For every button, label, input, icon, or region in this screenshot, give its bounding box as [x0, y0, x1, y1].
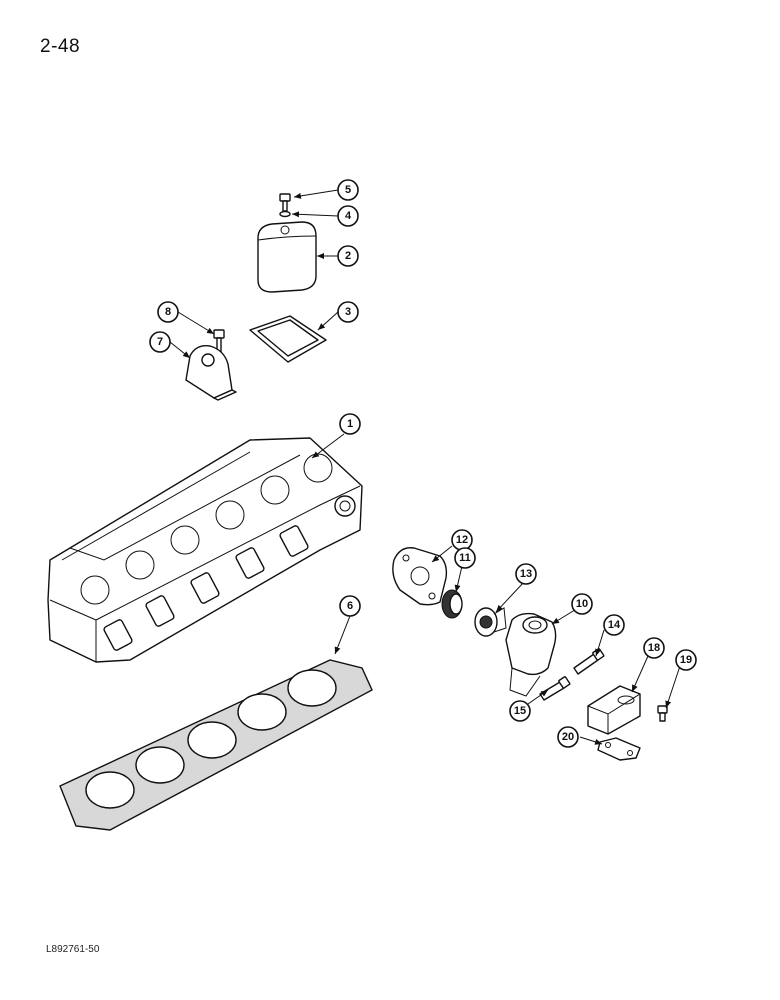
plate-part-20 [597, 737, 641, 761]
svg-text:6: 6 [347, 600, 353, 612]
svg-text:10: 10 [576, 598, 588, 610]
callout-15: 15 [509, 700, 531, 722]
leader-lines [169, 189, 681, 745]
seal-part-11 [441, 589, 463, 619]
callout-6: 6 [339, 595, 361, 617]
svg-text:1: 1 [347, 418, 353, 430]
thermostat-housing-part-10 [505, 612, 557, 697]
bolt-part-14 [573, 648, 605, 675]
svg-text:2: 2 [345, 250, 351, 262]
svg-text:4: 4 [345, 210, 352, 222]
callout-19: 19 [675, 649, 697, 671]
callout-11: 11 [454, 547, 476, 569]
bolt-part-5 [279, 193, 291, 212]
seal-ring-part-3 [249, 315, 327, 363]
svg-text:15: 15 [514, 705, 526, 717]
bolt-part-8 [213, 329, 225, 353]
head-gasket-part-6 [59, 659, 373, 831]
drawing-code: L892761-50 [46, 944, 100, 955]
bolt-part-15 [539, 676, 571, 701]
callout-3: 3 [337, 301, 359, 323]
page-number: 2-48 [40, 36, 81, 57]
callout-8: 8 [157, 301, 179, 323]
callout-4: 4 [337, 205, 359, 227]
svg-text:8: 8 [165, 306, 171, 318]
svg-text:20: 20 [562, 731, 574, 743]
svg-text:14: 14 [608, 619, 621, 631]
callout-10: 10 [571, 593, 593, 615]
svg-text:12: 12 [456, 534, 468, 546]
bracket-part-18 [587, 685, 641, 735]
callout-1: 1 [339, 413, 361, 435]
svg-text:11: 11 [459, 552, 471, 564]
lifting-bracket-part-7 [185, 345, 237, 401]
svg-text:18: 18 [648, 642, 660, 654]
callout-20: 20 [557, 726, 579, 748]
callout-13: 13 [515, 563, 537, 585]
thermostat-part-13 [474, 607, 507, 637]
svg-text:5: 5 [345, 184, 351, 196]
housing-cover-part-2 [257, 221, 317, 293]
washer-part-4 [279, 210, 291, 218]
bolt-part-19 [657, 705, 668, 722]
callout-7: 7 [149, 331, 171, 353]
svg-text:7: 7 [157, 336, 163, 348]
callout-14: 14 [603, 614, 625, 636]
callout-5: 5 [337, 179, 359, 201]
callout-2: 2 [337, 245, 359, 267]
svg-text:19: 19 [680, 654, 692, 666]
svg-text:13: 13 [520, 568, 532, 580]
svg-text:3: 3 [345, 306, 351, 318]
cylinder-head-part-1 [47, 437, 363, 663]
callout-12: 12 [451, 529, 473, 551]
callout-18: 18 [643, 637, 665, 659]
